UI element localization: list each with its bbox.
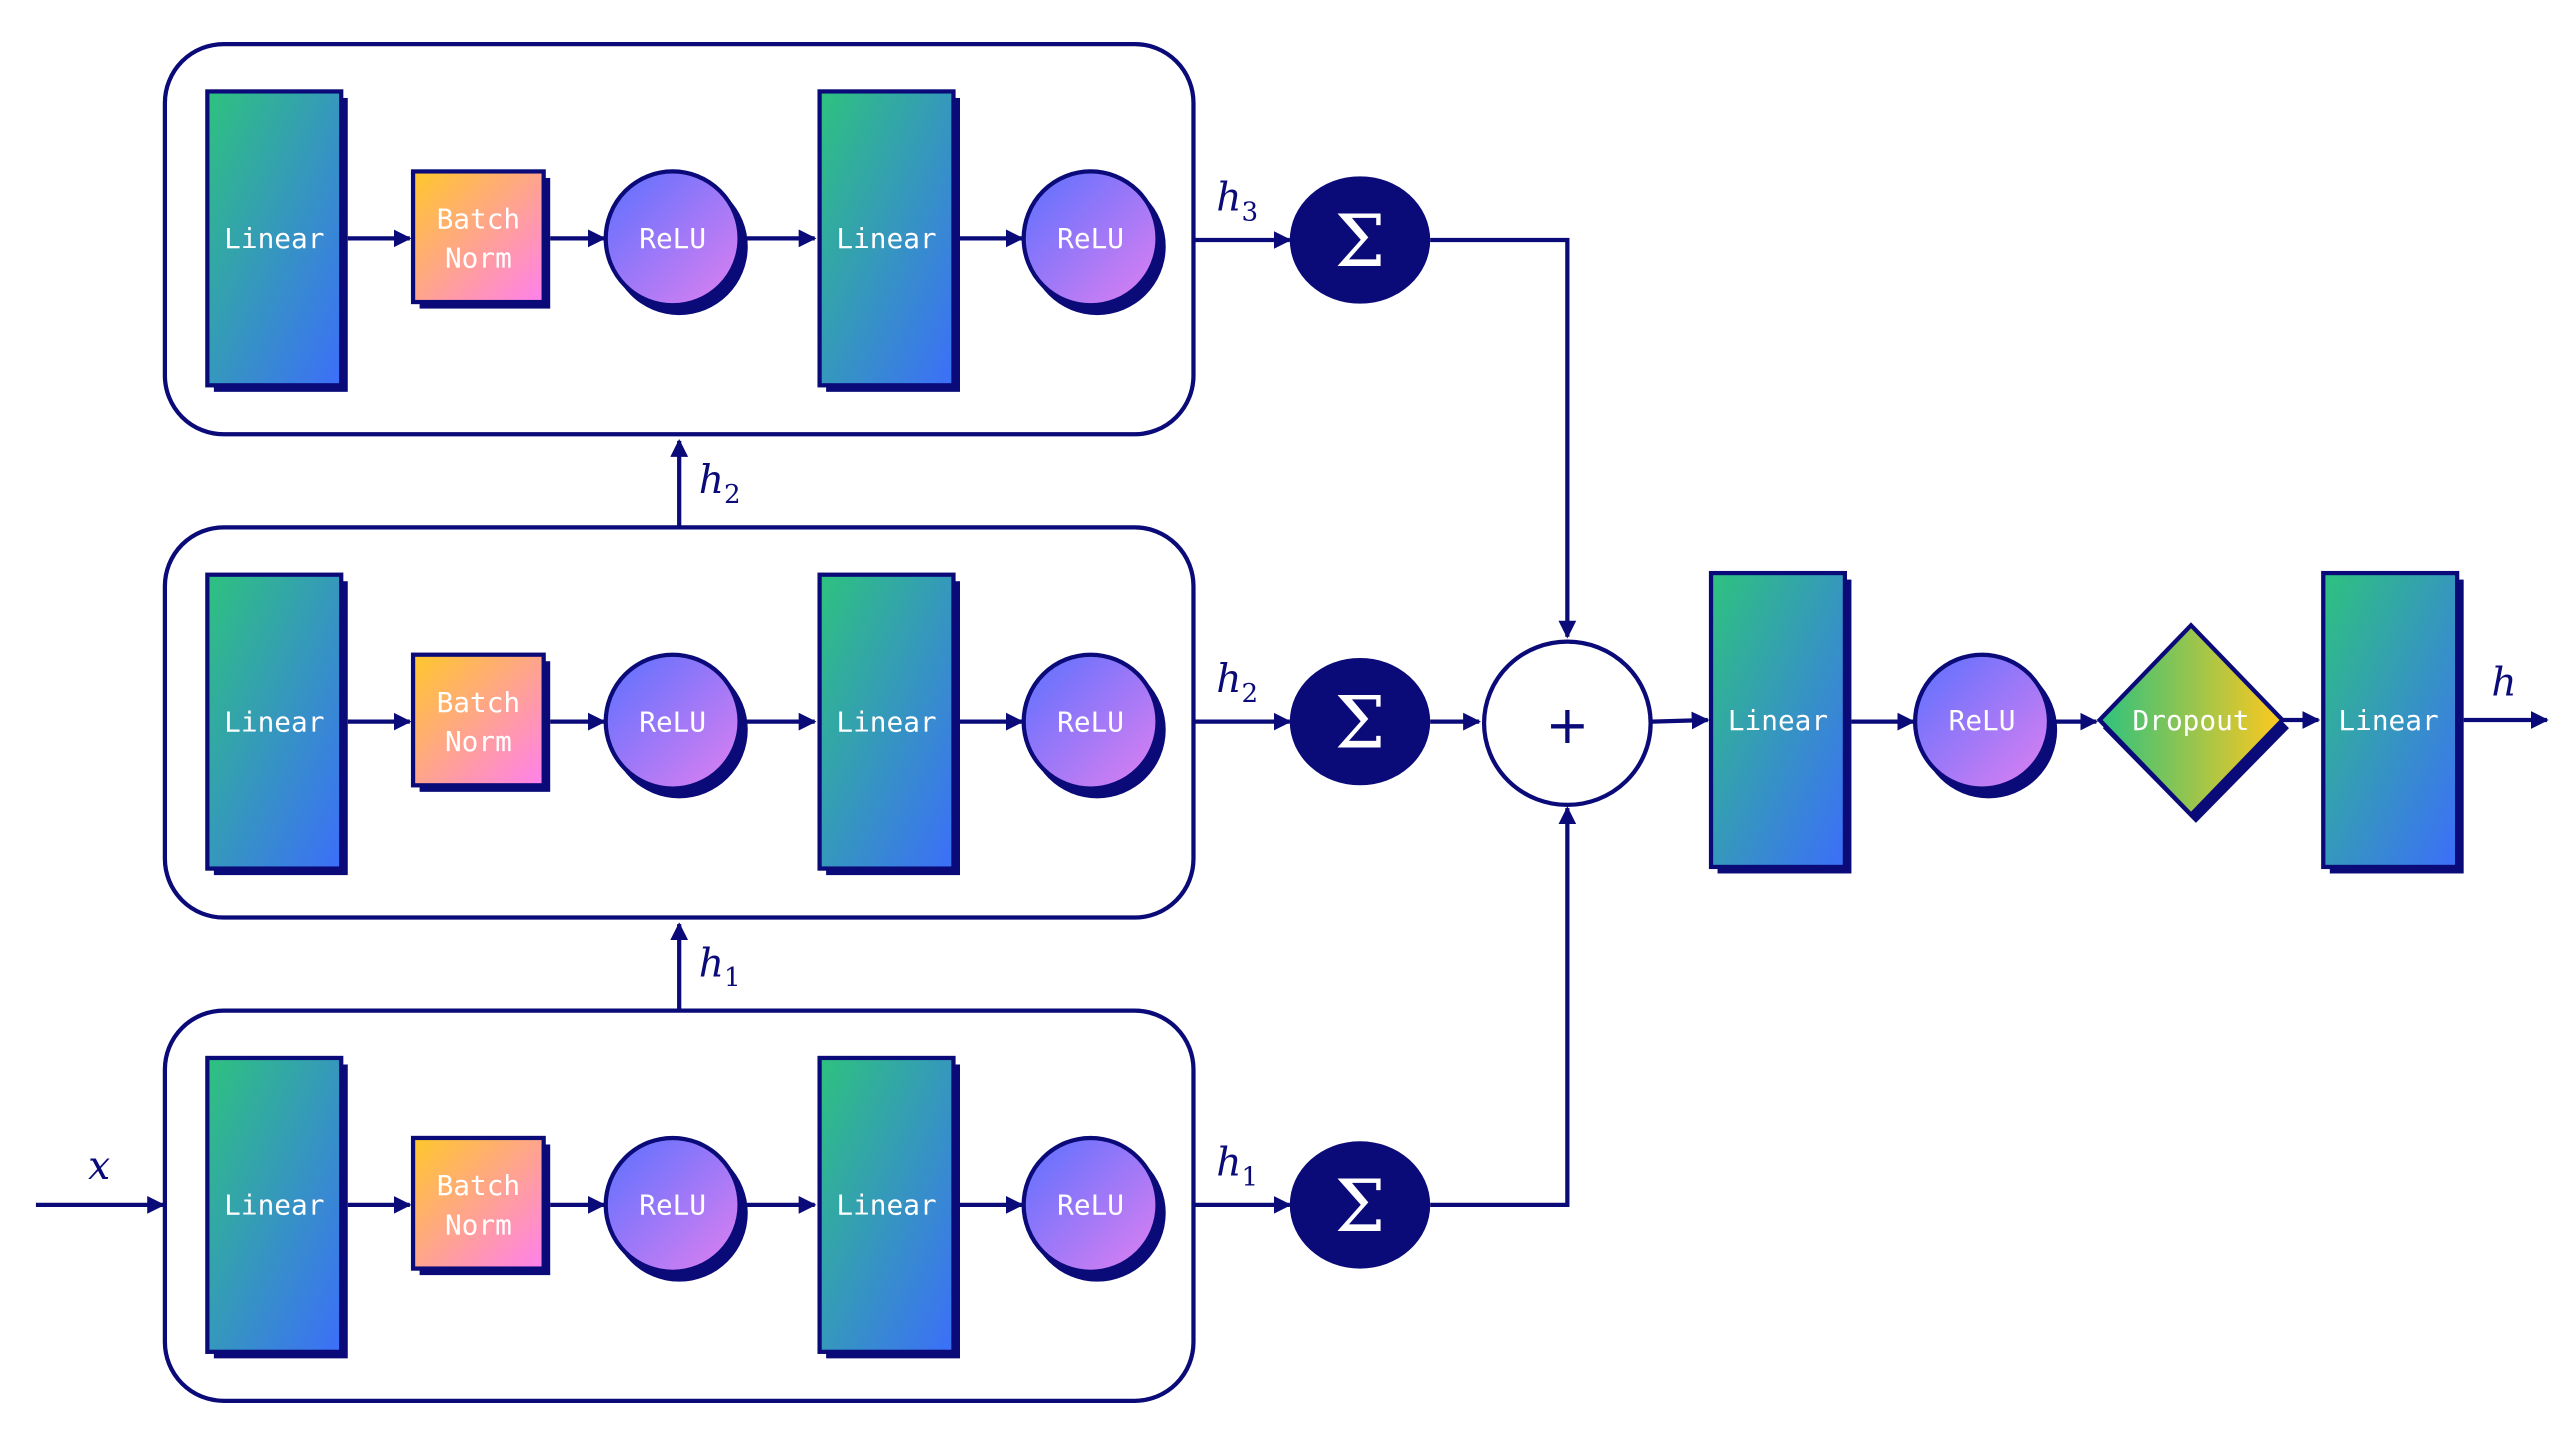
- relu-activation: ReLU: [1021, 169, 1166, 316]
- relu-activation: ReLU: [1021, 652, 1166, 799]
- input-x: x: [35, 1144, 166, 1214]
- linear-layer: Linear: [205, 89, 348, 392]
- linear-layer: Linear: [205, 1055, 348, 1359]
- relu-activation: ReLU: [603, 1135, 748, 1282]
- svg-text:Linear: Linear: [836, 705, 936, 738]
- sigma-icon: Σ: [1335, 199, 1386, 283]
- connector-h1-up: h1: [670, 922, 741, 1009]
- svg-text:Linear: Linear: [836, 1189, 936, 1222]
- sum-node-3: h3 Σ: [1193, 176, 1577, 639]
- svg-text:Linear: Linear: [836, 222, 936, 255]
- head-dropout: Dropout: [2096, 622, 2289, 823]
- svg-text:h3: h3: [1216, 176, 1258, 228]
- svg-text:ReLU: ReLU: [639, 705, 706, 738]
- svg-text:ReLU: ReLU: [1949, 704, 2016, 737]
- svg-text:Linear: Linear: [224, 705, 324, 738]
- svg-text:Linear: Linear: [2338, 704, 2438, 737]
- add-node: +: [1481, 639, 1710, 808]
- input-label: x: [88, 1144, 110, 1189]
- svg-text:Norm: Norm: [445, 1208, 512, 1241]
- svg-text:ReLU: ReLU: [1057, 222, 1124, 255]
- linear-layer: Linear: [205, 572, 348, 876]
- svg-text:Norm: Norm: [445, 242, 512, 275]
- head-relu: ReLU: [1912, 652, 2058, 799]
- linear-layer: Linear: [817, 572, 960, 876]
- svg-text:Linear: Linear: [224, 1189, 324, 1222]
- svg-text:Dropout: Dropout: [2133, 704, 2250, 737]
- svg-text:Batch: Batch: [437, 203, 521, 236]
- svg-text:Batch: Batch: [437, 1169, 521, 1202]
- head-linear-2: Linear: [2321, 570, 2464, 874]
- sigma-icon: Σ: [1335, 1164, 1386, 1248]
- svg-text:Batch: Batch: [437, 686, 521, 719]
- svg-text:ReLU: ReLU: [639, 1189, 706, 1222]
- relu-activation: ReLU: [603, 652, 748, 799]
- linear-layer: Linear: [817, 89, 960, 392]
- svg-text:h1: h1: [699, 941, 741, 993]
- svg-text:h2: h2: [1216, 657, 1258, 709]
- svg-text:ReLU: ReLU: [1057, 705, 1124, 738]
- sigma-icon: Σ: [1335, 681, 1386, 765]
- plus-icon: +: [1545, 696, 1589, 756]
- svg-text:Linear: Linear: [1728, 704, 1828, 737]
- output-label: h: [2491, 661, 2516, 706]
- svg-text:Norm: Norm: [445, 725, 512, 758]
- sum-node-2: h2 Σ: [1193, 657, 1481, 786]
- svg-text:h2: h2: [699, 458, 741, 510]
- svg-text:ReLU: ReLU: [639, 222, 706, 255]
- sum-node-1: h1 Σ: [1193, 806, 1577, 1269]
- svg-text:Linear: Linear: [224, 222, 324, 255]
- relu-activation: ReLU: [1021, 1135, 1166, 1282]
- linear-layer: Linear: [817, 1055, 960, 1359]
- svg-text:h1: h1: [1216, 1141, 1258, 1193]
- output-h: h: [2463, 661, 2549, 729]
- head-linear-1: Linear: [1708, 570, 1852, 874]
- svg-text:ReLU: ReLU: [1057, 1189, 1124, 1222]
- relu-activation: ReLU: [603, 169, 748, 316]
- connector-h2-up: h2: [670, 439, 741, 526]
